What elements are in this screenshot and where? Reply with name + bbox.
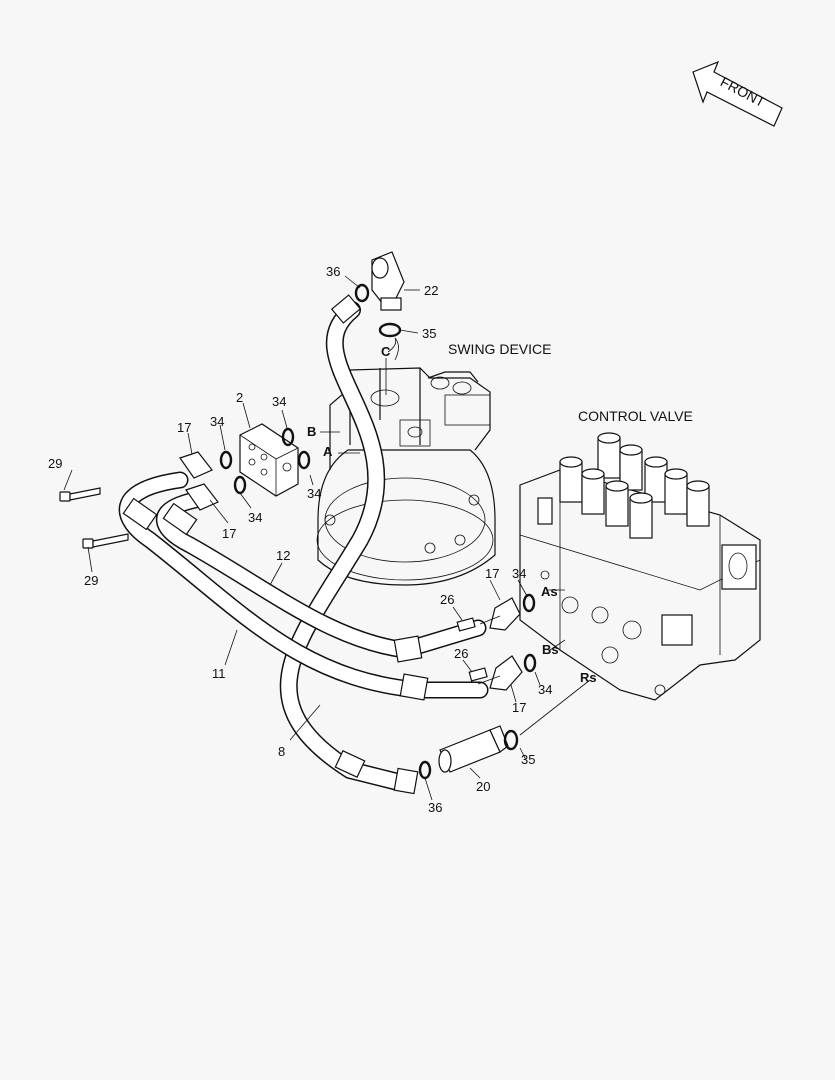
callout-26: 26 — [454, 646, 468, 661]
callout-34: 34 — [248, 510, 262, 525]
callout-36: 36 — [428, 800, 442, 815]
port-b-label: B — [307, 424, 316, 439]
callout-12: 12 — [276, 548, 290, 563]
swing-device-label: SWING DEVICE — [448, 341, 551, 357]
port-bs-label: Bs — [542, 642, 559, 657]
flange-as — [456, 597, 521, 632]
o-rings — [219, 283, 537, 780]
callout-34: 34 — [272, 394, 286, 409]
front-arrow: FRONT — [692, 60, 783, 127]
hose-8 — [279, 294, 419, 795]
callout-22: 22 — [424, 283, 438, 298]
flange-clamps-left — [179, 451, 219, 511]
callout-34: 34 — [307, 486, 321, 501]
callout-17: 17 — [512, 700, 526, 715]
callout-17: 17 — [177, 420, 191, 435]
hose-11 — [118, 471, 489, 701]
callout-36: 36 — [326, 264, 340, 279]
callout-17: 17 — [222, 526, 236, 541]
bolt-29-upper — [59, 487, 101, 502]
callout-34: 34 — [210, 414, 224, 429]
callout-26: 26 — [440, 592, 454, 607]
callout-17: 17 — [485, 566, 499, 581]
callout-8: 8 — [278, 744, 285, 759]
valve-spools — [559, 432, 710, 539]
control-valve — [519, 432, 761, 701]
callout-29: 29 — [84, 573, 98, 588]
hose-12 — [155, 491, 487, 663]
check-valve-20 — [438, 725, 509, 773]
flange-bs — [468, 655, 523, 691]
callout-29: 29 — [48, 456, 62, 471]
bolt-29-lower — [82, 533, 129, 549]
port-a-label: A — [323, 444, 333, 459]
callout-34: 34 — [538, 682, 552, 697]
port-rs-label: Rs — [580, 670, 597, 685]
swing-device — [316, 337, 496, 586]
callout-35: 35 — [422, 326, 436, 341]
control-valve-label: CONTROL VALVE — [578, 408, 693, 424]
callout-2: 2 — [236, 390, 243, 405]
callout-34: 34 — [512, 566, 526, 581]
fitting-22 — [371, 251, 405, 311]
port-c-label: C — [381, 344, 391, 359]
manifold-block-2 — [239, 423, 299, 497]
port-as-label: As — [541, 584, 558, 599]
leader-lines — [63, 275, 591, 801]
callout-20: 20 — [476, 779, 490, 794]
callout-35: 35 — [521, 752, 535, 767]
callout-11: 11 — [212, 666, 226, 681]
